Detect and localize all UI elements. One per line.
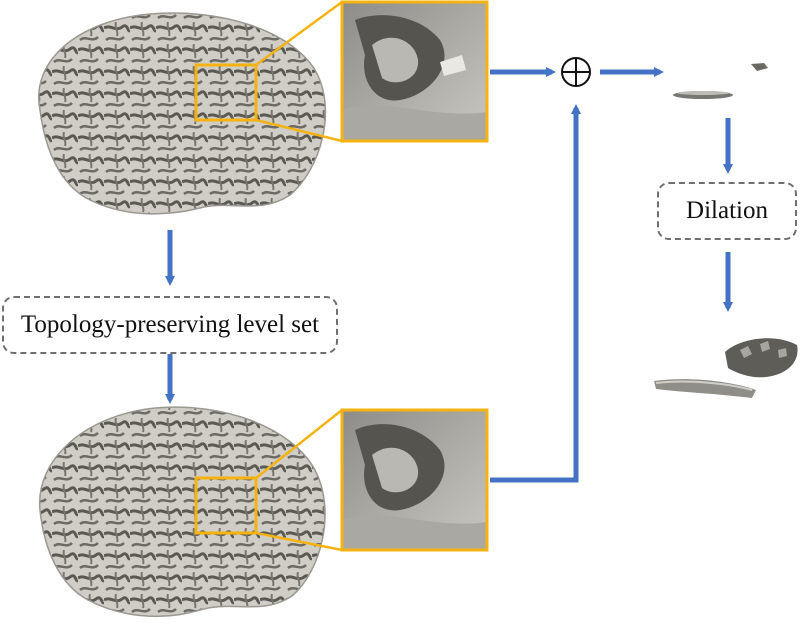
dilation-label-text: Dilation: [686, 197, 768, 224]
circled-plus-icon: [561, 57, 591, 87]
topology-preserving-level-set-label: Topology-preserving level set: [2, 296, 338, 354]
difference-fragments: [673, 63, 768, 99]
flow-arrows: [165, 67, 733, 483]
bottom-zoom-window: [340, 408, 489, 552]
topology-label-text: Topology-preserving level set: [20, 311, 320, 338]
top-zoom-connectors: [255, 0, 343, 143]
top-selection-box: [194, 63, 258, 122]
bottom-selection-box: [194, 476, 258, 535]
original-brain-surface: [38, 12, 327, 215]
corrected-brain-surface: [39, 406, 326, 618]
top-zoom-window: [340, 0, 489, 143]
dilation-label: Dilation: [657, 182, 797, 240]
bottom-zoom-connectors: [255, 409, 343, 552]
arrow-bottomzoom-to-plus: [490, 104, 581, 483]
dilated-fragments: [654, 338, 798, 398]
